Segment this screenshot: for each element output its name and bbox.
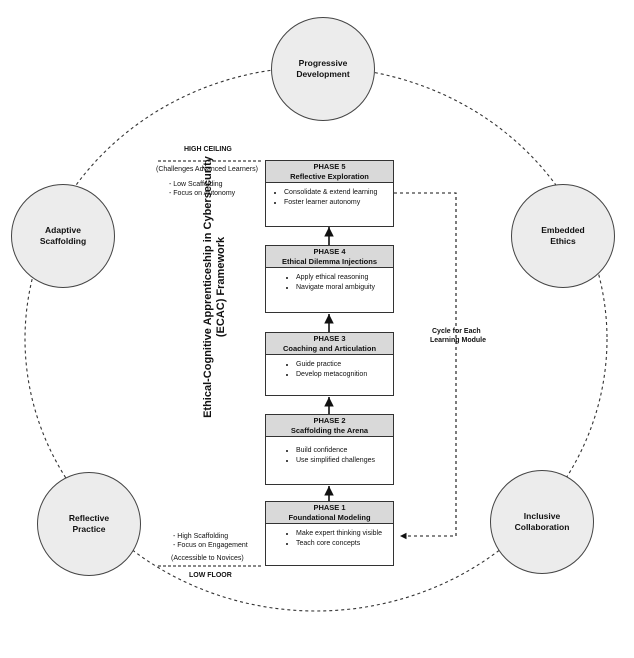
cycle-loop-line [394,192,457,540]
high-ceiling-note: - Focus on Autonomy [169,190,236,197]
pillar-label: Reflective Practice [68,513,110,534]
pillar-reflective-practice: Reflective Practice [37,472,141,576]
phase-item: Use simplified challenges [296,456,389,466]
phase-name: Ethical Dilemma Injections [281,256,378,266]
pillar-adaptive-scaffolding: Adaptive Scaffolding [11,184,115,288]
phase-header: PHASE 2 Scaffolding the Arena [266,415,393,437]
phase-item: Navigate moral ambiguity [296,283,389,293]
phase-item: Foster learner autonomy [284,198,389,208]
phase-item: Teach core concepts [296,539,389,549]
phase-item: Consolidate & extend learning [284,188,389,198]
phase-number: PHASE 5 [313,162,346,171]
pillar-label: Adaptive Scaffolding [39,225,87,246]
high-ceiling-title: HIGH CEILING [184,146,232,153]
phase-item: Make expert thinking visible [296,529,389,539]
pillar-progressive-development: Progressive Development [271,17,375,121]
phase-header: PHASE 5 Reflective Exploration [266,161,393,183]
phase-item: Develop metacognition [296,370,389,380]
phase-5-box: PHASE 5 Reflective Exploration Consolida… [265,160,394,227]
phase-number: PHASE 2 [313,416,346,425]
low-floor-subtitle: (Accessible to Novices) [171,555,244,562]
phase-number: PHASE 4 [313,247,346,256]
low-floor-title: LOW FLOOR [189,572,232,579]
phase-3-box: PHASE 3 Coaching and Articulation Guide … [265,332,394,396]
cycle-label-line1: Cycle for Each [432,328,481,335]
pillar-label: Embedded Ethics [541,225,585,246]
phase-name: Coaching and Articulation [282,343,377,353]
pillar-embedded-ethics: Embedded Ethics [511,184,615,288]
low-floor-note: - High Scaffolding [173,533,229,540]
phase-number: PHASE 1 [313,503,346,512]
high-ceiling-note: - Low Scaffolding [169,181,223,188]
high-ceiling-subtitle: (Challenges Advanced Learners) [156,166,258,173]
phase-item: Build confidence [296,446,389,456]
cycle-label-line2: Learning Module [430,337,486,344]
phase-item: Apply ethical reasoning [296,273,389,283]
phase-name: Reflective Exploration [290,171,369,181]
pillar-label: Progressive Development [296,58,350,79]
phase-1-box: PHASE 1 Foundational Modeling Make exper… [265,501,394,566]
phase-2-box: PHASE 2 Scaffolding the Arena Build conf… [265,414,394,485]
phase-name: Foundational Modeling [288,512,371,522]
phase-4-box: PHASE 4 Ethical Dilemma Injections Apply… [265,245,394,313]
phase-header: PHASE 4 Ethical Dilemma Injections [266,246,393,268]
phase-header: PHASE 1 Foundational Modeling [266,502,393,524]
low-floor-note: - Focus on Engagement [173,542,248,549]
phase-number: PHASE 3 [313,334,346,343]
phase-item: Guide practice [296,360,389,370]
pillar-inclusive-collaboration: Inclusive Collaboration [490,470,594,574]
phase-header: PHASE 3 Coaching and Articulation [266,333,393,355]
pillar-label: Inclusive Collaboration [514,511,570,532]
phase-name: Scaffolding the Arena [290,425,369,435]
